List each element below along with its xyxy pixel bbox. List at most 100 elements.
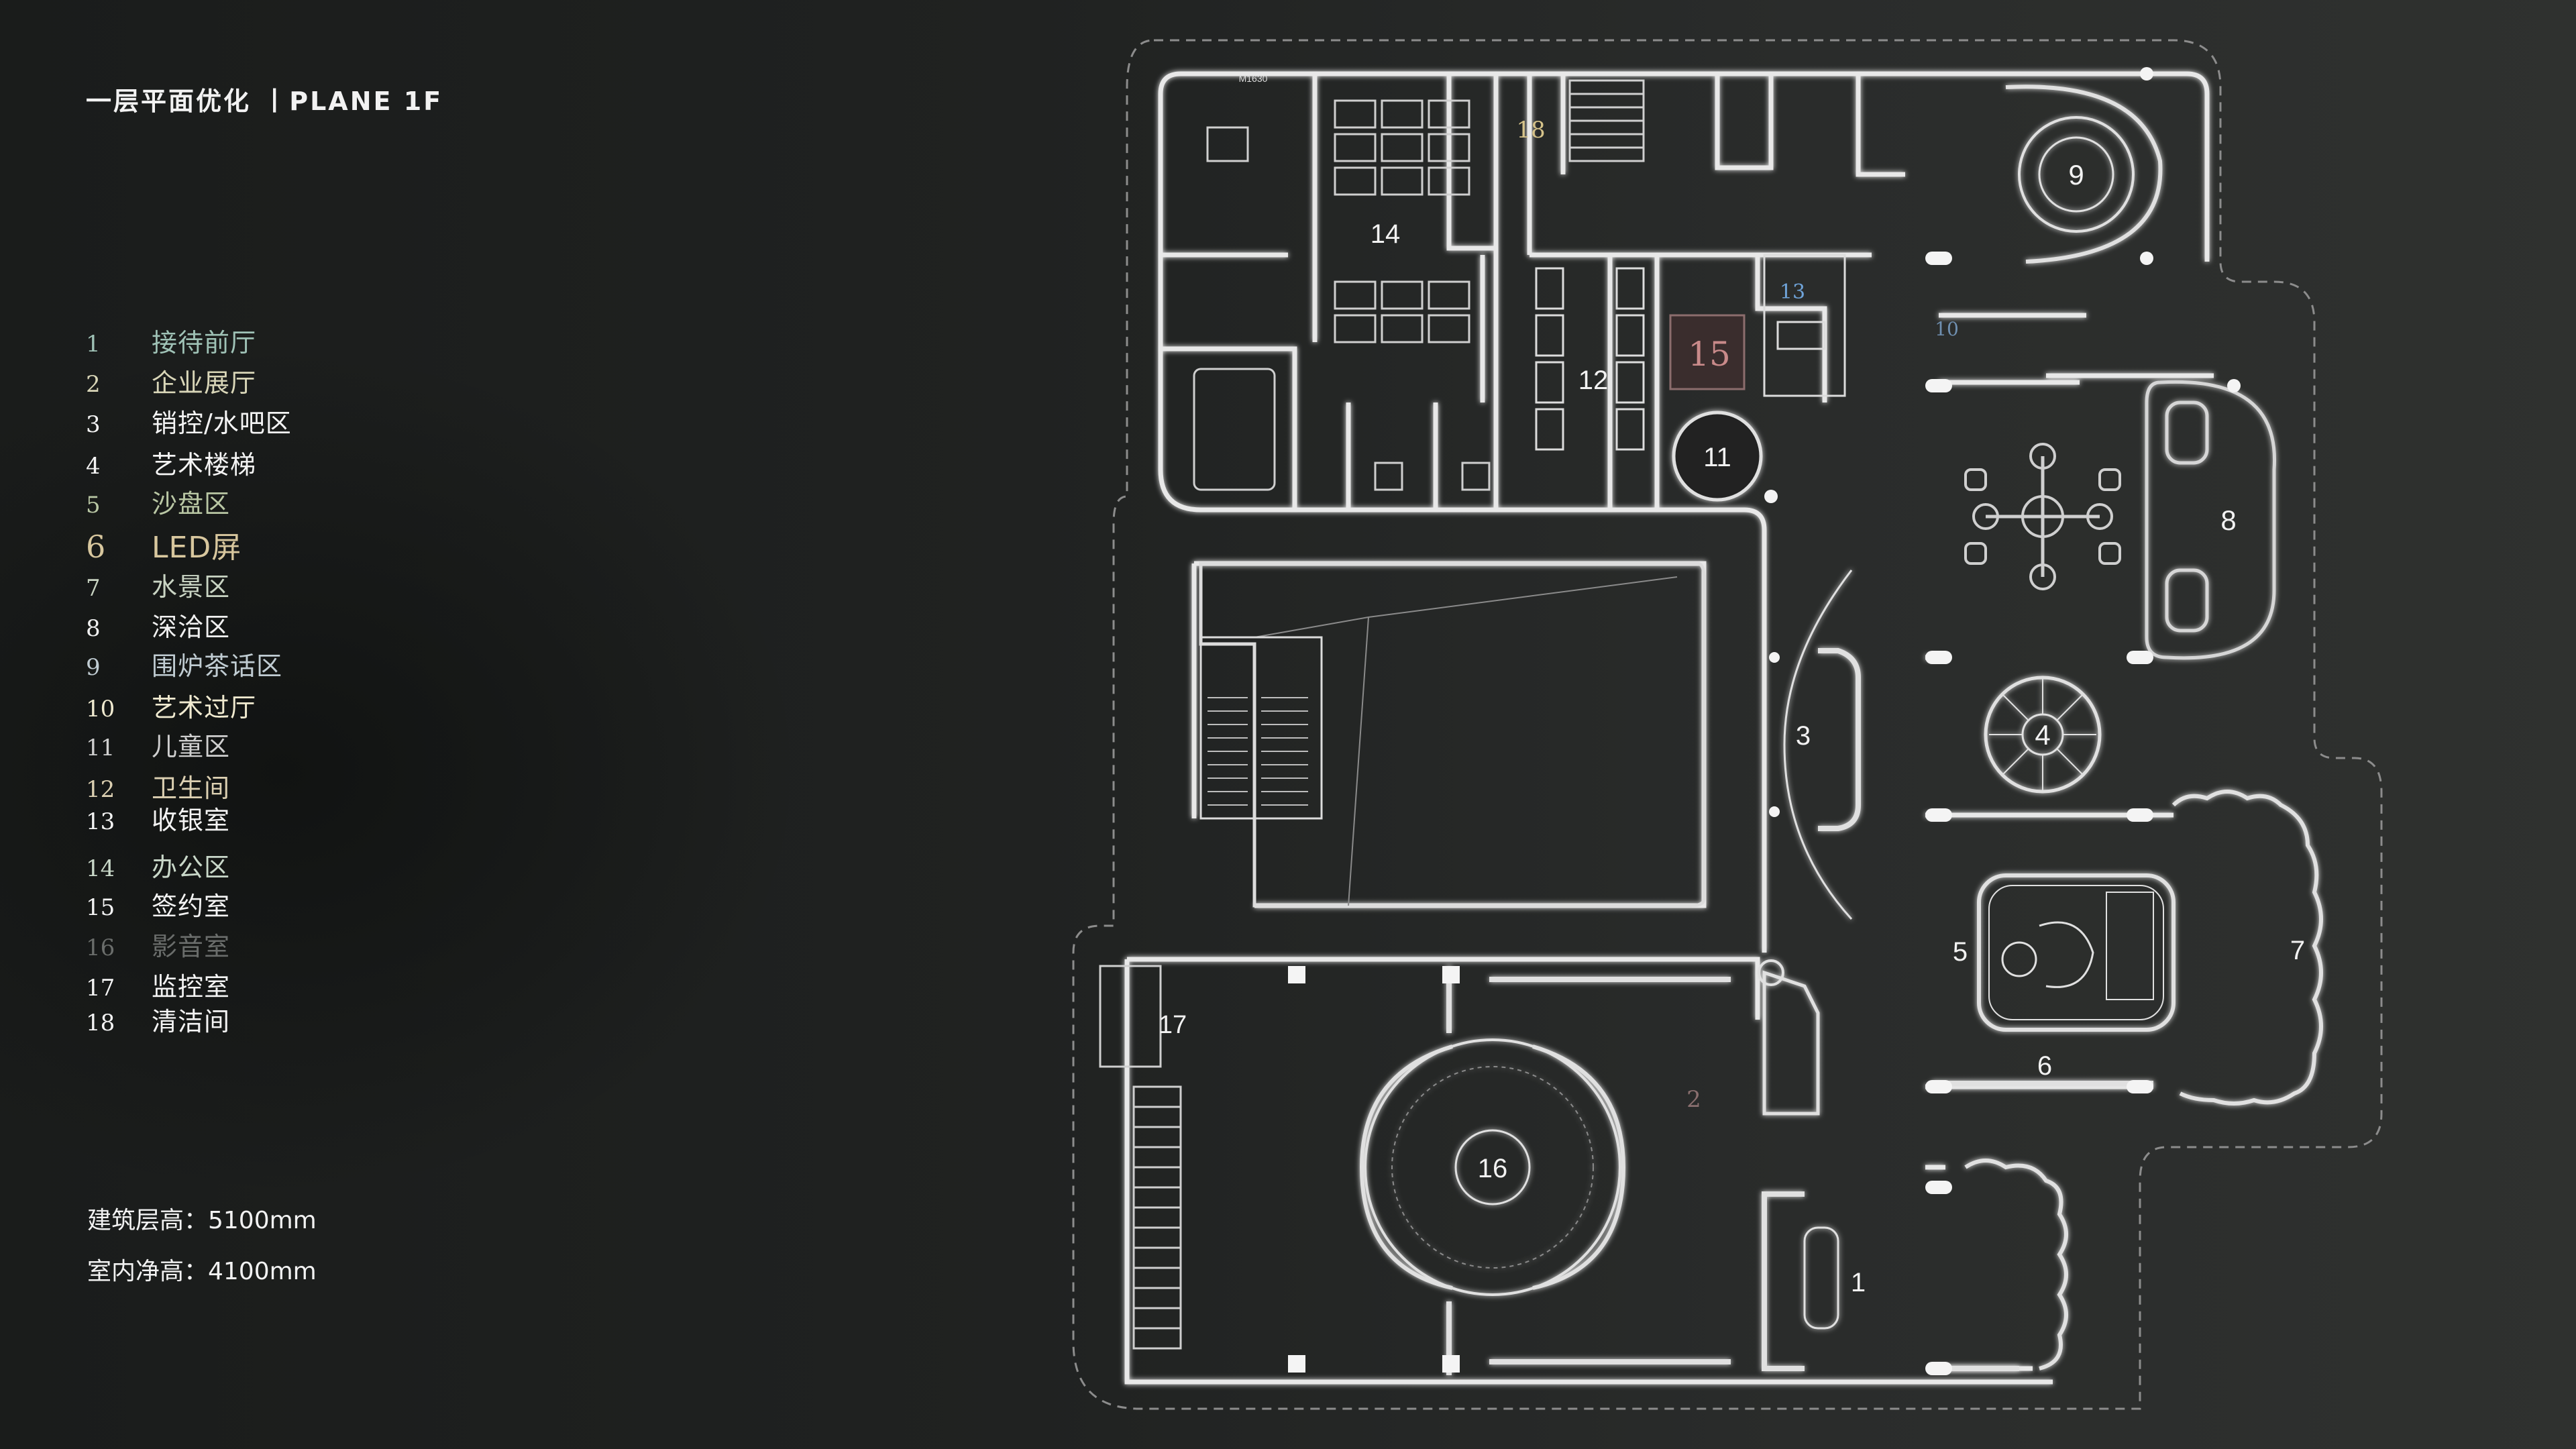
net-height-spec: 室内净高：4100mm bbox=[87, 1258, 317, 1285]
legend-item: 3 销控/水吧区 bbox=[86, 402, 292, 438]
restroom-fixtures bbox=[1535, 267, 1645, 451]
legend-item: 17 监控室 bbox=[86, 966, 231, 1002]
room-number-labels: 1 2 3 4 5 6 7 8 9 10 11 12 13 14 15 16 1… bbox=[1159, 73, 2305, 1297]
room-label-15: 15 bbox=[1688, 335, 1731, 374]
service-stair-bottom bbox=[1099, 965, 1182, 1350]
art-spiral-stair bbox=[1984, 676, 2102, 794]
water-feature bbox=[2171, 790, 2323, 1106]
office-desks bbox=[1193, 99, 1491, 491]
legend-label: 清洁间 bbox=[152, 1007, 231, 1036]
legend-number: 4 bbox=[86, 453, 101, 480]
building-walls bbox=[1124, 71, 2214, 1385]
legend-label: 接待前厅 bbox=[152, 328, 257, 358]
legend-number: 18 bbox=[86, 1010, 115, 1036]
legend-item: 4 艺术楼梯 bbox=[86, 444, 257, 480]
room-label-17: 17 bbox=[1159, 1011, 1187, 1039]
legend-label: 监控室 bbox=[152, 972, 231, 1002]
room-label-1: 1 bbox=[1851, 1268, 1866, 1297]
stair-core-top bbox=[1568, 79, 1645, 162]
legend-label: 艺术过厅 bbox=[152, 693, 257, 722]
legend-number: 8 bbox=[86, 615, 101, 642]
exhibit-display bbox=[1758, 959, 1820, 1116]
legend-item: 10 艺术过厅 bbox=[86, 687, 256, 722]
legend-label: 办公区 bbox=[152, 853, 231, 882]
legend-number: 9 bbox=[86, 654, 101, 681]
room-label-16: 16 bbox=[1478, 1154, 1508, 1183]
legend-label: 企业展厅 bbox=[152, 368, 257, 398]
legend-number: 16 bbox=[86, 934, 115, 961]
legend-label: 艺术楼梯 bbox=[152, 450, 257, 480]
legend-item: 15 签约室 bbox=[86, 885, 231, 921]
sand-table-model bbox=[1977, 873, 2176, 1032]
legend-number: 2 bbox=[86, 371, 101, 398]
legend-number: 12 bbox=[86, 776, 115, 803]
legend-number: 5 bbox=[86, 492, 101, 519]
room-label-8: 8 bbox=[2220, 504, 2236, 536]
legend-label: 影音室 bbox=[152, 932, 231, 961]
legend-label: 深洽区 bbox=[152, 612, 231, 642]
legend-number: 13 bbox=[86, 808, 115, 835]
signing-room bbox=[1669, 254, 1846, 397]
children-area-ring bbox=[1672, 411, 1763, 502]
legend-item: 8 深洽区 bbox=[86, 606, 231, 642]
legend-item: 9 围炉茶话区 bbox=[86, 645, 283, 681]
legend-number: 15 bbox=[86, 894, 115, 921]
legend-label: 儿童区 bbox=[152, 732, 231, 761]
legend-item: 11 儿童区 bbox=[86, 726, 230, 761]
sales-counter bbox=[1783, 570, 1861, 920]
legend-label: 围炉茶话区 bbox=[152, 651, 283, 681]
exhibition-hall bbox=[1199, 561, 1706, 908]
room-label-11: 11 bbox=[1703, 443, 1731, 472]
legend-item: 14 办公区 bbox=[86, 847, 231, 882]
floor-height-spec: 建筑层高：5100mm bbox=[87, 1207, 317, 1234]
legend-item: 18 清洁间 bbox=[86, 1001, 230, 1036]
legend-label: 水景区 bbox=[152, 572, 231, 602]
legend-number: 11 bbox=[86, 735, 115, 761]
room-label-18: 18 bbox=[1516, 117, 1545, 144]
floor-plan: 1 2 3 4 5 6 7 8 9 10 11 12 13 14 15 16 1… bbox=[1046, 13, 2402, 1449]
legend-number: 6 bbox=[86, 529, 106, 565]
room-label-2: 2 bbox=[1686, 1086, 1701, 1113]
room-label-13: 13 bbox=[1780, 280, 1805, 304]
room-label-14: 14 bbox=[1371, 219, 1401, 249]
reception-desk bbox=[1762, 1191, 1839, 1371]
legend-number: 17 bbox=[86, 975, 115, 1002]
room-label-4: 4 bbox=[2035, 719, 2050, 751]
garden-planting bbox=[1964, 1159, 2068, 1371]
legend-item: 13 收银室 bbox=[86, 800, 230, 835]
legend-label: 沙盘区 bbox=[152, 489, 231, 519]
page-title: 一层平面优化 丨PLANE 1F bbox=[86, 87, 443, 116]
legend-number: 7 bbox=[86, 575, 101, 602]
legend-item: 5 沙盘区 bbox=[86, 483, 231, 519]
legend-item: 2 企业展厅 bbox=[86, 362, 257, 398]
door-tag: M1630 bbox=[1239, 73, 1268, 84]
legend-label: 签约室 bbox=[152, 892, 231, 921]
legend-item: 7 水景区 bbox=[86, 566, 231, 602]
legend-label: 收银室 bbox=[152, 806, 231, 835]
room-label-9: 9 bbox=[2068, 159, 2084, 191]
legend-item: 16 影音室 bbox=[86, 926, 230, 961]
legend-number: 10 bbox=[86, 696, 115, 722]
legend-number: 3 bbox=[86, 411, 101, 438]
room-label-5: 5 bbox=[1953, 937, 1968, 967]
legend-label: 销控/水吧区 bbox=[152, 409, 292, 438]
site-boundary bbox=[1072, 39, 2383, 1410]
room-label-6: 6 bbox=[2037, 1051, 2052, 1081]
legend-number: 1 bbox=[86, 331, 101, 358]
legend-item: 1 接待前厅 bbox=[86, 322, 257, 358]
lounge-tables bbox=[1964, 443, 2121, 590]
tea-room bbox=[2005, 85, 2163, 264]
room-label-10: 10 bbox=[1935, 318, 1959, 340]
legend-label: LED屏 bbox=[152, 531, 242, 565]
legend-label: 卫生间 bbox=[152, 773, 231, 803]
gallery-partitions bbox=[1446, 966, 2153, 1375]
wall-light-fixtures bbox=[1288, 67, 2241, 1375]
legend-number: 14 bbox=[86, 855, 115, 882]
legend-item: 6 LED屏 bbox=[86, 523, 241, 565]
negotiation-lounge bbox=[2145, 380, 2277, 660]
room-label-7: 7 bbox=[2290, 936, 2305, 965]
floor-plan-drawing: 1 2 3 4 5 6 7 8 9 10 11 12 13 14 15 16 1… bbox=[1072, 39, 2383, 1410]
legend-item: 12 卫生间 bbox=[86, 767, 231, 803]
room-label-3: 3 bbox=[1796, 721, 1811, 751]
room-label-12: 12 bbox=[1578, 366, 1609, 395]
